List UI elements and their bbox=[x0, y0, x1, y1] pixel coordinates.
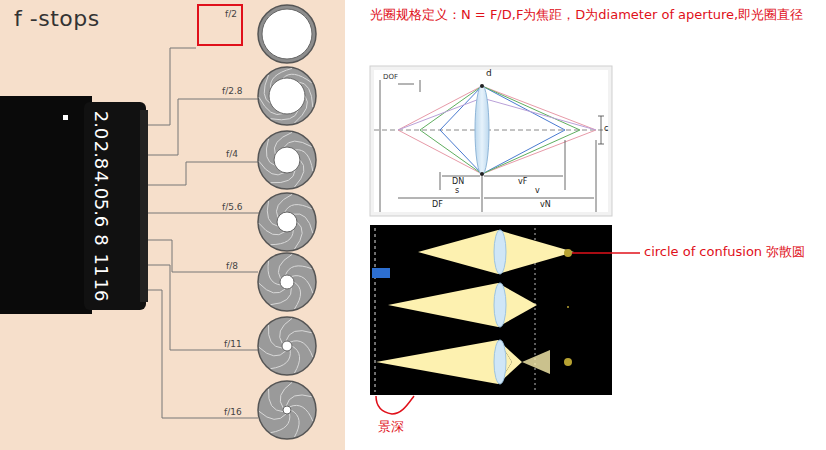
figure-title: f -stops bbox=[14, 6, 100, 31]
dof-bracket bbox=[376, 396, 414, 414]
f-stop-label: f/8 bbox=[226, 261, 238, 271]
f-number-mark: 16 bbox=[91, 279, 112, 302]
aperture-diagrams bbox=[258, 5, 316, 439]
f-number-mark: 2.0 bbox=[91, 111, 112, 140]
f-stop-label: f/11 bbox=[224, 339, 242, 349]
lens-row bbox=[494, 230, 506, 384]
callout-label: 景深 bbox=[378, 420, 404, 435]
light-cones bbox=[376, 230, 574, 384]
lens-barrel bbox=[0, 96, 92, 314]
f-stop-label: f/2 bbox=[203, 9, 237, 19]
coc-dot bbox=[564, 358, 572, 366]
f-number-mark: 2.8 bbox=[91, 141, 112, 170]
dim-label: d bbox=[486, 68, 492, 78]
ray-lines bbox=[398, 86, 596, 174]
optics-ground bbox=[374, 70, 608, 212]
lens bbox=[475, 85, 489, 175]
dimension-lines bbox=[380, 80, 604, 212]
index-mark bbox=[63, 115, 68, 120]
leader-lines bbox=[148, 48, 262, 418]
highlight-box: f/2 bbox=[197, 4, 243, 46]
f-number-mark: 5.6 bbox=[91, 199, 112, 228]
dim-label: vF bbox=[518, 177, 527, 186]
object-marker bbox=[372, 268, 390, 278]
optical-axis bbox=[374, 130, 608, 131]
dim-label: v bbox=[535, 186, 540, 195]
coc-point bbox=[567, 306, 569, 308]
dim-label: DF bbox=[432, 200, 443, 209]
dim-label: vN bbox=[540, 200, 551, 209]
f-number-mark: 4.0 bbox=[91, 171, 112, 200]
f-stop-label: f/5.6 bbox=[222, 202, 243, 212]
dim-label: s bbox=[455, 186, 459, 195]
aperture-ring bbox=[84, 102, 146, 310]
f-stop-label: f/4 bbox=[226, 149, 238, 159]
dim-label: DN bbox=[452, 177, 464, 186]
f-stop-label: f/16 bbox=[224, 407, 242, 417]
callout-label: circle of confusion 弥散圆 bbox=[644, 245, 805, 260]
leader-line bbox=[572, 252, 640, 254]
f-number-mark: 8 bbox=[91, 234, 112, 245]
definition-note: 光圈规格定义：N = F/D,F为焦距，D为diameter of apertu… bbox=[370, 6, 815, 25]
f-stop-label: f/2.8 bbox=[222, 86, 243, 96]
ring-edge bbox=[140, 110, 148, 302]
coc-dot bbox=[564, 249, 572, 257]
dim-label: DOF bbox=[383, 73, 398, 81]
dim-label: c bbox=[604, 124, 608, 133]
coc-ground bbox=[370, 225, 612, 395]
optics-frame bbox=[370, 66, 612, 216]
near-plane bbox=[375, 228, 376, 392]
f-number-mark: 11 bbox=[91, 254, 112, 277]
panel-ground bbox=[0, 0, 345, 450]
